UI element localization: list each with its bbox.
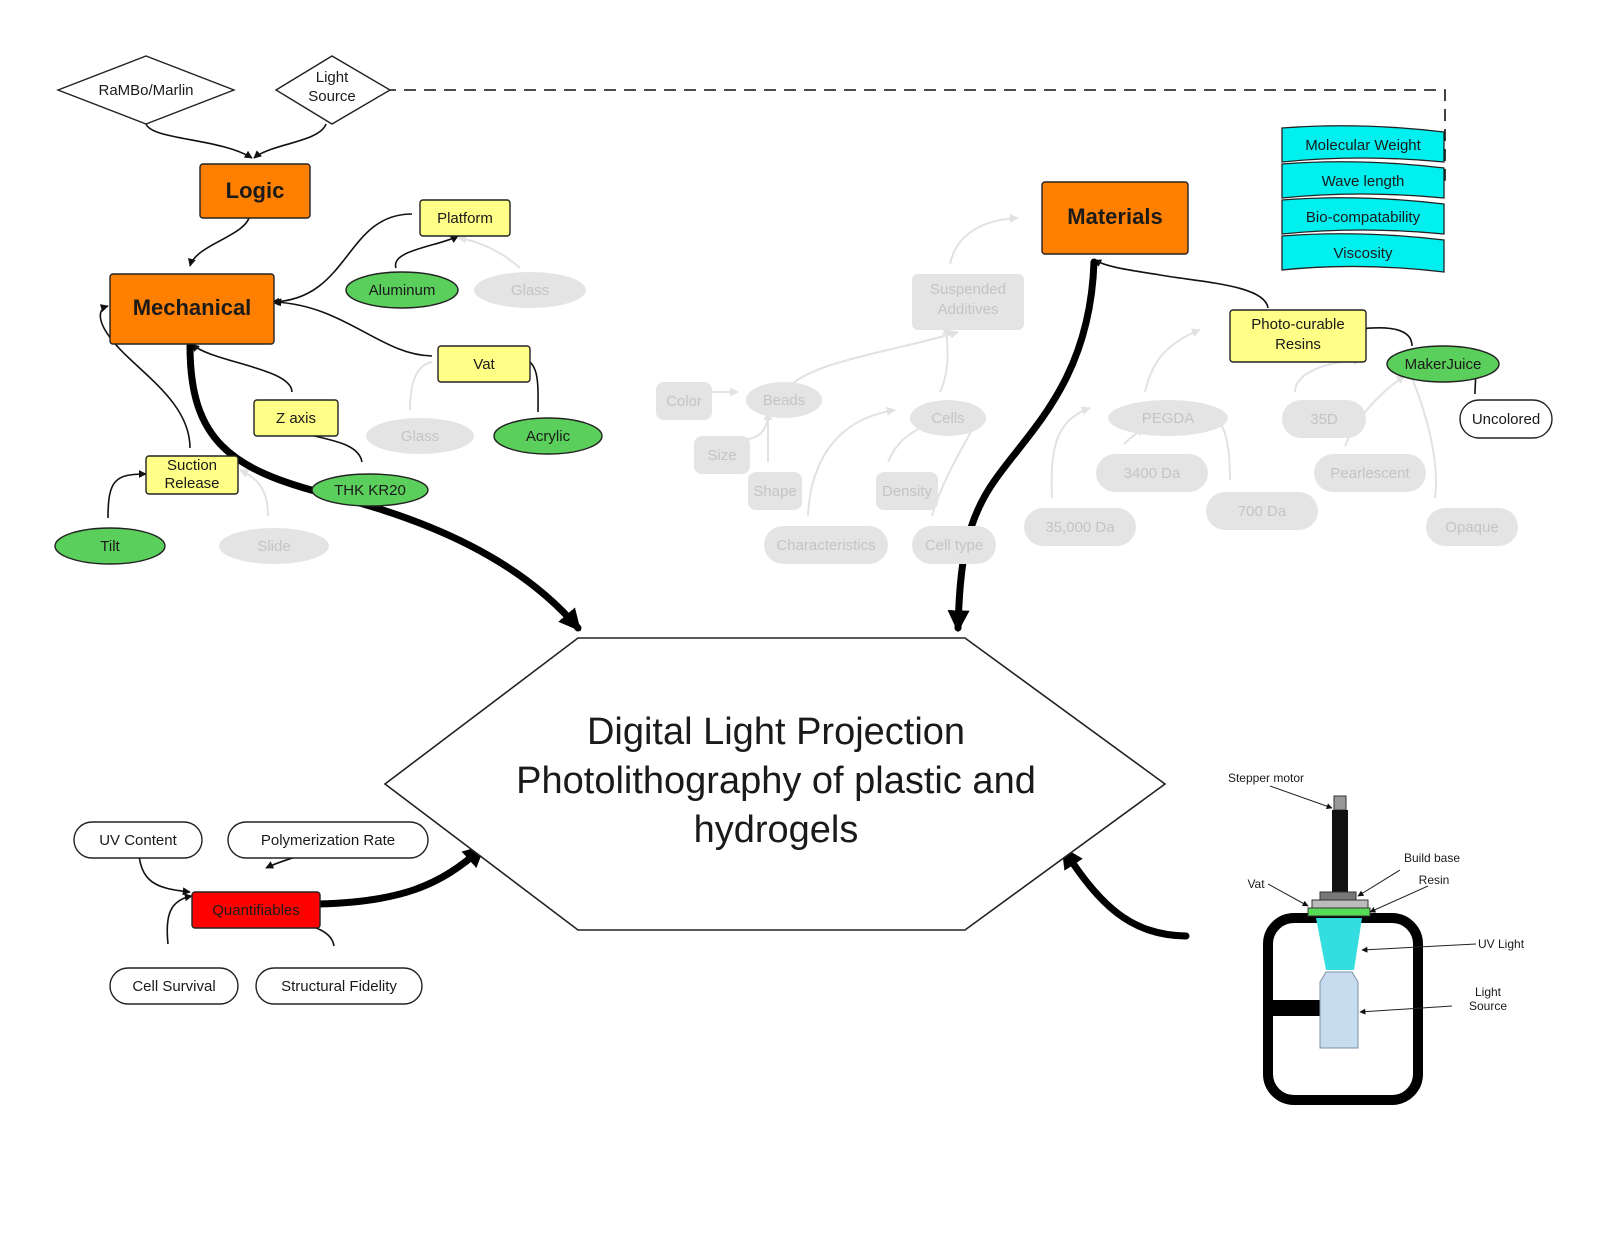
- property-molecular-weight: Molecular Weight: [1281, 125, 1445, 163]
- aluminum-label: Aluminum: [369, 282, 436, 299]
- size-label: Size: [707, 447, 736, 464]
- materials-node: Materials: [1041, 181, 1189, 255]
- logic-input-light-source: Light Source: [274, 55, 392, 125]
- photocurable-resins-label: Photo-curable Resins: [1251, 316, 1345, 353]
- title-line-1: Digital Light Projection: [587, 711, 965, 753]
- density-label: Density: [882, 483, 933, 500]
- vat-label: Vat: [473, 356, 495, 373]
- logic-input-rambo: RaMBo/Marlin: [56, 55, 236, 125]
- quantifiables-label: Quantifiables: [212, 902, 300, 919]
- uv-content-label: UV Content: [99, 832, 177, 849]
- vat-node: Vat: [437, 345, 531, 383]
- pearlescent-label: Pearlescent: [1330, 465, 1410, 482]
- light-source-label: Light Source: [308, 69, 356, 105]
- title-line-2: Photolithography of plastic and: [516, 760, 1036, 802]
- z-axis-node: Z axis: [253, 399, 339, 437]
- stepper-motor-label: Stepper motor: [1228, 771, 1304, 785]
- slide-node: Slide: [219, 528, 329, 564]
- platform-label: Platform: [437, 210, 493, 227]
- slide-label: Slide: [257, 538, 290, 555]
- uv-content-node: UV Content: [73, 821, 203, 859]
- tilt-node: Tilt: [54, 527, 166, 565]
- structural-fidelity-node: Structural Fidelity: [255, 967, 423, 1005]
- molecular-weight-label: Molecular Weight: [1305, 137, 1421, 154]
- acrylic-node: Acrylic: [493, 417, 603, 455]
- suspended-additives-label: Suspended Additives: [930, 281, 1006, 318]
- inactive-links: [239, 213, 1437, 517]
- platform-node: Platform: [419, 199, 511, 237]
- platform-glass-label: Glass: [511, 282, 549, 299]
- wave-length-label: Wave length: [1322, 173, 1405, 190]
- tilt-label: Tilt: [100, 538, 120, 555]
- makerjuice-label: MakerJuice: [1405, 356, 1482, 373]
- rambo-label: RaMBo/Marlin: [98, 82, 193, 99]
- 3400-da-label: 3400 Da: [1124, 465, 1181, 482]
- 35d-label: 35D: [1310, 411, 1338, 428]
- opaque-label: Opaque: [1445, 519, 1498, 536]
- 700-da-label: 700 Da: [1238, 503, 1287, 520]
- cells-label: Cells: [931, 410, 964, 427]
- shape-label: Shape: [753, 483, 796, 500]
- mechanical-node: Mechanical: [109, 273, 275, 345]
- color-label: Color: [666, 393, 702, 410]
- suction-release-node: Suction Release: [145, 455, 239, 495]
- light-source-line-1: Light: [1475, 985, 1502, 999]
- build-base-label: Build base: [1404, 851, 1460, 865]
- uv-light-label: UV Light: [1478, 937, 1525, 951]
- aluminum-node: Aluminum: [345, 271, 459, 309]
- title-line-3: hydrogels: [694, 809, 859, 851]
- quantifiables-node: Quantifiables: [191, 891, 321, 929]
- property-bio-compatability: Bio-compatability: [1281, 197, 1445, 235]
- inactive-materials-nodes: Suspended Additives Color Beads Size Sha…: [656, 274, 1518, 564]
- structural-fidelity-label: Structural Fidelity: [281, 978, 397, 995]
- z-axis-label: Z axis: [276, 410, 316, 427]
- 35000-da-label: 35,000 Da: [1045, 519, 1115, 536]
- thk-node: THK KR20: [311, 473, 429, 507]
- logic-node: Logic: [199, 163, 311, 219]
- photocurable-resins-node: Photo-curable Resins: [1229, 309, 1367, 363]
- beads-label: Beads: [763, 392, 806, 409]
- uncolored-node: Uncolored: [1459, 399, 1553, 439]
- uncolored-label: Uncolored: [1472, 411, 1540, 428]
- resin-label: Resin: [1419, 873, 1450, 887]
- cell-survival-label: Cell Survival: [132, 978, 215, 995]
- vat-glass-label: Glass: [401, 428, 439, 445]
- suction-release-label: Suction Release: [164, 457, 220, 492]
- logic-label: Logic: [226, 178, 285, 203]
- mechanical-label: Mechanical: [133, 295, 252, 320]
- vat-glass-node: Glass: [366, 418, 474, 454]
- property-wave-length: Wave length: [1281, 161, 1445, 199]
- viscosity-label: Viscosity: [1334, 245, 1393, 262]
- acrylic-label: Acrylic: [526, 428, 571, 445]
- cell-survival-node: Cell Survival: [109, 967, 239, 1005]
- pegda-label: PEGDA: [1142, 410, 1195, 427]
- characteristics-label: Characteristics: [776, 537, 875, 554]
- polymerization-rate-node: Polymerization Rate: [227, 821, 429, 859]
- property-viscosity: Viscosity: [1281, 233, 1445, 273]
- thk-label: THK KR20: [334, 482, 406, 499]
- bio-compatability-label: Bio-compatability: [1306, 209, 1421, 226]
- printer-schematic: Stepper motor Build base Resin Vat UV Li…: [1228, 771, 1525, 1105]
- materials-label: Materials: [1067, 204, 1162, 229]
- makerjuice-node: MakerJuice: [1386, 345, 1500, 383]
- platform-glass-node: Glass: [474, 272, 586, 308]
- cell-type-label: Cell type: [925, 537, 983, 554]
- central-topic: Digital Light Projection Photolithograph…: [383, 637, 1167, 931]
- polymerization-rate-label: Polymerization Rate: [261, 832, 395, 849]
- light-source-line-2: Source: [1469, 999, 1507, 1013]
- schematic-vat-label: Vat: [1247, 877, 1265, 891]
